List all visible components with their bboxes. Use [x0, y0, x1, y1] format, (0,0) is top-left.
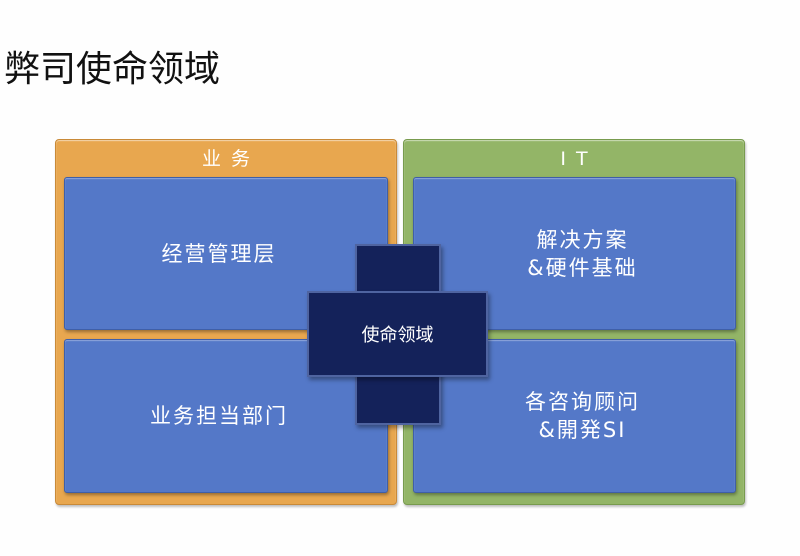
management-box-label: 经营管理层 — [161, 241, 277, 266]
business-department-box-label: 业务担当部门 — [150, 404, 288, 428]
consulting-box-line-2: &開発SI — [538, 418, 627, 442]
solution-box-line-2: &硬件基础 — [527, 255, 638, 280]
business-column-header: 业务 — [201, 148, 260, 170]
page-title: 弊司使命领域 — [4, 49, 221, 90]
solution-box-line-1: 解决方案 — [536, 227, 629, 252]
consulting-box-line-1: 各咨询顾问 — [525, 390, 640, 414]
mission-cross-label: 使命领域 — [361, 325, 434, 346]
mission-cross-center — [357, 293, 439, 375]
it-column-header: IT — [560, 148, 598, 170]
